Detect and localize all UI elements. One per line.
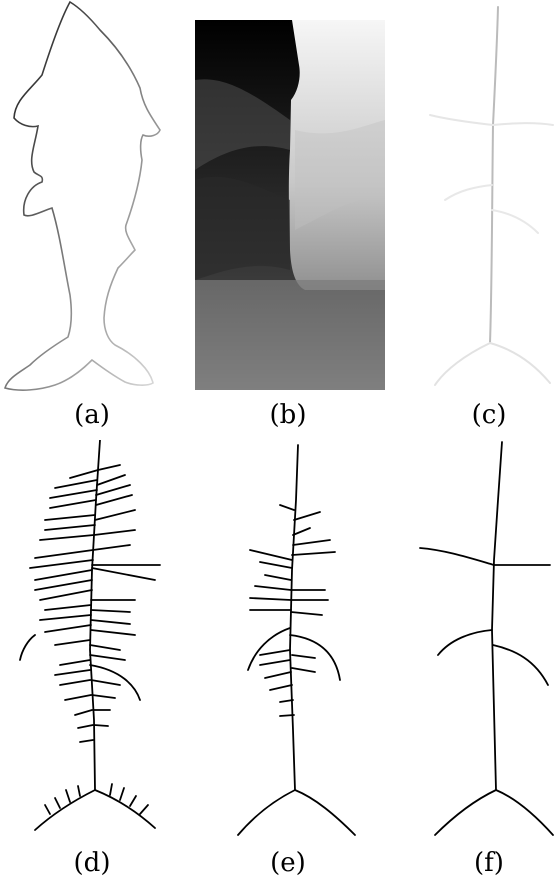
caption-f: (f) (449, 850, 529, 876)
panel-e (210, 440, 370, 840)
caption-c: (c) (449, 402, 529, 428)
panel-d (0, 440, 185, 840)
caption-a: (a) (52, 402, 132, 428)
final-skeleton (410, 440, 555, 840)
caption-b: (b) (248, 402, 328, 428)
panel-f (410, 440, 555, 840)
panel-a (0, 0, 185, 395)
pruned-skeleton (210, 440, 370, 840)
distance-map (195, 20, 385, 390)
caption-d: (d) (52, 850, 132, 876)
caption-e: (e) (248, 850, 328, 876)
panel-c (420, 5, 555, 390)
faint-skeleton (420, 5, 555, 390)
fish-contour (0, 0, 185, 395)
dense-skeleton (0, 440, 185, 840)
panel-b (195, 20, 385, 390)
